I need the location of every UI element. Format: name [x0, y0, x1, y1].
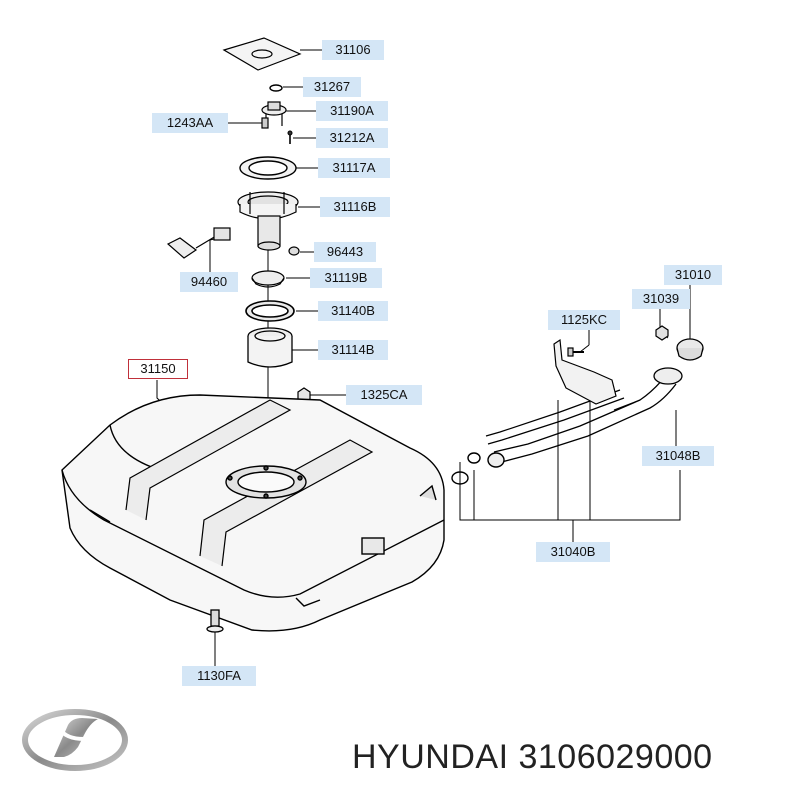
- filler-bolt: [655, 325, 669, 341]
- callout-31117A[interactable]: 31117A: [318, 158, 390, 178]
- fuel-filler-cap: [676, 338, 704, 361]
- callout-31010[interactable]: 31010: [664, 265, 722, 285]
- callout-31212A[interactable]: 31212A: [316, 128, 388, 148]
- fuel-pump-cover-plate: [222, 37, 302, 71]
- bracket-bolt: [567, 347, 584, 357]
- callout-31267[interactable]: 31267: [303, 77, 361, 97]
- filler-bracket: [553, 338, 617, 405]
- filter-cap: [251, 270, 285, 288]
- callout-31140B[interactable]: 31140B: [318, 301, 388, 321]
- filler-neck-pipe: [493, 367, 683, 465]
- callout-1125KC[interactable]: 1125KC: [548, 310, 620, 330]
- mounting-bolt: [206, 609, 224, 633]
- callout-31048B[interactable]: 31048B: [642, 446, 714, 466]
- callout-31190A[interactable]: 31190A: [316, 101, 388, 121]
- fuel-tank: [61, 394, 445, 632]
- pump-cap-assembly: [261, 101, 287, 129]
- callout-96443[interactable]: 96443: [314, 242, 376, 262]
- callout-31114B[interactable]: 31114B: [318, 340, 388, 360]
- callout-94460[interactable]: 94460: [180, 272, 238, 292]
- seal-ring: [245, 300, 295, 322]
- part-caption: HYUNDAI 3106029000: [352, 738, 713, 776]
- o-ring-small: [269, 84, 283, 92]
- callout-31106[interactable]: 31106: [322, 40, 384, 60]
- fuel-sender-module: [237, 191, 299, 251]
- hose-clamp: [451, 452, 505, 485]
- spacer-sleeve: [247, 327, 293, 368]
- gasket-ring: [239, 156, 297, 180]
- callout-31116B[interactable]: 31116B: [320, 197, 390, 217]
- callout-31119B[interactable]: 31119B: [310, 268, 382, 288]
- callout-1325CA[interactable]: 1325CA: [346, 385, 422, 405]
- clip-small: [288, 246, 300, 256]
- callout-31039[interactable]: 31039: [632, 289, 690, 309]
- callout-31040B[interactable]: 31040B: [536, 542, 610, 562]
- screw-small: [287, 130, 293, 144]
- float-sensor: [166, 227, 231, 259]
- callout-31150-highlighted[interactable]: 31150: [128, 359, 188, 379]
- leader-lines: [156, 49, 691, 666]
- hyundai-logo-icon: [22, 709, 128, 771]
- callout-1243AA[interactable]: 1243AA: [152, 113, 228, 133]
- callout-1130FA[interactable]: 1130FA: [182, 666, 256, 686]
